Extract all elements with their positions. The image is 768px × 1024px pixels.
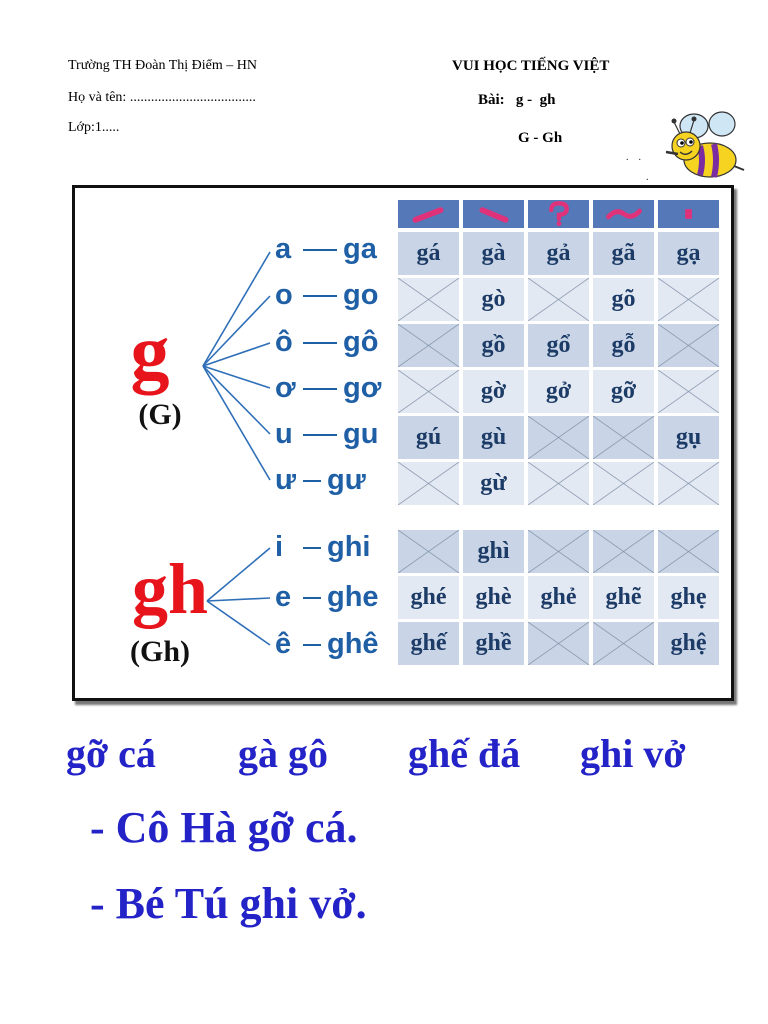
g-cell-ga-5: gạ — [658, 232, 721, 277]
g-cell-ga-4: gã — [593, 232, 656, 277]
g-cell-go-4: gõ — [593, 278, 656, 323]
g-cell-gu-4 — [593, 416, 656, 461]
gh-cell-ghe-5: ghẹ — [658, 576, 721, 621]
gh-cell-ghê-4 — [593, 622, 656, 667]
practice-word-1: gỡ cá — [66, 731, 156, 776]
gh-cell-ghi-5 — [658, 530, 721, 575]
practice-word-2: gà gô — [238, 731, 328, 776]
gh-cell-ghi-1 — [398, 530, 461, 575]
g-cell-gơ-5 — [658, 370, 721, 415]
decor-dots: . . — [626, 152, 641, 163]
letter-gh-upper: (Gh) — [130, 635, 190, 668]
g-cell-gư-2: gừ — [463, 462, 526, 507]
g-cell-gơ-4: gỡ — [593, 370, 656, 415]
g-cell-gô-3: gổ — [528, 324, 591, 369]
g-cell-go-5 — [658, 278, 721, 323]
g-cell-gư-4 — [593, 462, 656, 507]
sentence-2: - Bé Tú ghi vở. — [90, 879, 367, 928]
g-cell-gư-5 — [658, 462, 721, 507]
lesson-letters: G - Gh — [518, 130, 563, 146]
tone-mark-4-icon — [593, 200, 656, 230]
g-cell-gu-2: gù — [463, 416, 526, 461]
letter-g-upper: (G) — [138, 398, 182, 431]
g-cell-gu-1: gú — [398, 416, 461, 461]
gh-cell-ghi-3 — [528, 530, 591, 575]
connector-lines — [202, 251, 271, 646]
gh-cell-ghê-1: ghế — [398, 622, 461, 667]
g-cell-go-3 — [528, 278, 591, 323]
tone-mark-5-icon — [658, 200, 721, 230]
gh-cell-ghê-2: ghề — [463, 622, 526, 667]
practice-word-4: ghi vở — [580, 731, 686, 776]
sentence-1: - Cô Hà gỡ cá. — [90, 803, 358, 852]
tone-mark-3-icon — [528, 200, 591, 230]
g-cell-ga-3: gả — [528, 232, 591, 277]
g-cell-go-1 — [398, 278, 461, 323]
gh-cell-ghe-2: ghè — [463, 576, 526, 621]
g-cell-gô-1 — [398, 324, 461, 369]
gh-cell-ghi-2: ghì — [463, 530, 526, 575]
decor-dot: . — [646, 172, 649, 183]
tone-mark-1-icon — [398, 200, 461, 230]
gh-cell-ghe-4: ghẽ — [593, 576, 656, 621]
g-cell-gơ-3: gở — [528, 370, 591, 415]
gh-cell-ghê-3 — [528, 622, 591, 667]
g-cell-gu-5: gụ — [658, 416, 721, 461]
g-cell-gô-4: gỗ — [593, 324, 656, 369]
g-cell-ga-2: gà — [463, 232, 526, 277]
g-cell-ga-1: gá — [398, 232, 461, 277]
lesson-label: Bài: g - gh — [478, 92, 556, 108]
g-cell-gơ-1 — [398, 370, 461, 415]
g-cell-gư-1 — [398, 462, 461, 507]
gh-cell-ghe-1: ghé — [398, 576, 461, 621]
school-name: Trường TH Đoàn Thị Điểm – HN — [68, 58, 257, 73]
bee-illustration — [665, 111, 745, 178]
worksheet-title: VUI HỌC TIẾNG VIỆT — [452, 58, 610, 74]
g-cell-go-2: gò — [463, 278, 526, 323]
g-cell-gô-5 — [658, 324, 721, 369]
student-name-line: Họ và tên: .............................… — [68, 90, 256, 105]
g-cell-gơ-2: gờ — [463, 370, 526, 415]
gh-cell-ghê-5: ghệ — [658, 622, 721, 667]
gh-cell-ghe-3: ghẻ — [528, 576, 591, 621]
g-cell-gu-3 — [528, 416, 591, 461]
class-line: Lớp:1..... — [68, 120, 120, 135]
tone-mark-2-icon — [463, 200, 526, 230]
g-cell-gư-3 — [528, 462, 591, 507]
practice-word-3: ghế đá — [408, 731, 521, 776]
g-cell-gô-2: gồ — [463, 324, 526, 369]
letter-g: g — [130, 308, 170, 395]
letter-gh: gh — [131, 549, 209, 629]
gh-cell-ghi-4 — [593, 530, 656, 575]
